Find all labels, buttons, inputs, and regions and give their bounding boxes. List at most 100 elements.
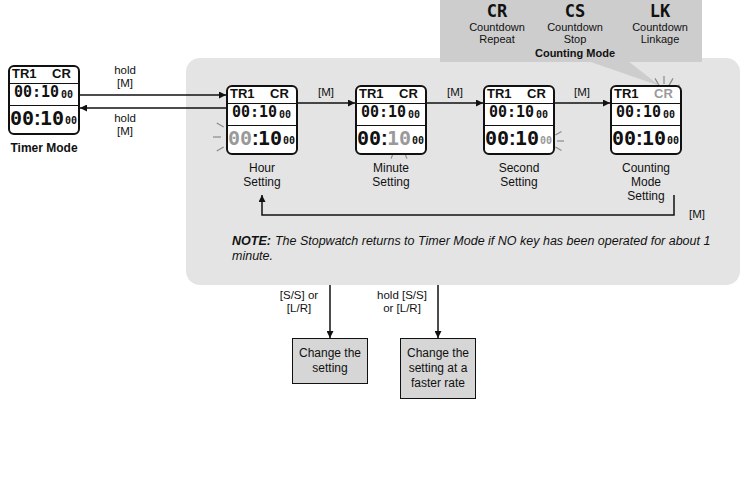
lcd-text: 10: [258, 128, 282, 148]
mode-label: Hour Setting: [214, 161, 310, 189]
action-box: Change the setting: [292, 338, 368, 384]
lcd-display: TR1CR00:100000:1000Counting Mode Setting: [610, 85, 682, 195]
lcd-text: 10: [515, 128, 539, 148]
lcd-rule: [228, 125, 296, 126]
callout-wedge: [588, 61, 660, 86]
lcd-rule: [228, 103, 296, 104]
lcd-text: 00: [61, 90, 73, 100]
lcd-rule: [612, 103, 680, 104]
lcd-text: 00: [65, 116, 77, 126]
note-text: NOTE:: [232, 234, 271, 248]
flow-arrow: [329, 285, 331, 338]
key-label: hold [M]: [105, 112, 145, 138]
lcd-rule: [10, 105, 78, 106]
lcd-text: CR: [270, 87, 289, 100]
lcd-text: :: [34, 108, 41, 128]
lcd-text: 00: [357, 128, 381, 148]
mode-label: Timer Mode: [0, 141, 92, 155]
lcd-display: TR1CR00:100000:1000Second Setting: [483, 85, 555, 195]
note-block: NOTE:The Stopwatch returns to Timer Mode…: [232, 234, 712, 264]
lcd-text: 00: [10, 108, 34, 128]
panel-background: [186, 58, 740, 285]
lcd-rule: [612, 125, 680, 126]
lcd-rule: [10, 83, 78, 84]
mode-legend-text: CR: [477, 3, 517, 20]
lcd-text: CR: [527, 87, 546, 100]
mode-legend-text: CS: [555, 3, 595, 20]
action-text: Change the setting at a faster rate: [406, 346, 470, 391]
lcd-text: 00:10: [232, 105, 277, 120]
lcd-text: TR1: [487, 87, 512, 100]
lcd-text: 00: [485, 128, 509, 148]
lcd-text: :: [509, 128, 516, 148]
lcd-rule: [485, 125, 553, 126]
blink-ray: [391, 155, 392, 159]
action-box: Change the setting at a faster rate: [400, 338, 476, 399]
lcd-display: TR1CR00:100000:1000Timer Mode: [8, 65, 80, 157]
blink-ray: [557, 140, 564, 141]
key-label: hold [M]: [105, 64, 145, 90]
lcd-rule: [357, 125, 425, 126]
blink-ray: [555, 147, 561, 151]
flow-arrow: [555, 102, 610, 104]
lcd-text: 00:10: [361, 105, 406, 120]
key-label: [M]: [440, 86, 470, 99]
mode-legend-text: Countdown Linkage: [629, 21, 691, 45]
lcd-text: TR1: [359, 87, 384, 100]
lcd-text: TR1: [614, 87, 639, 100]
lcd-text: 00: [408, 110, 420, 120]
flow-arrow: [437, 285, 439, 338]
flow-arrow: [80, 107, 226, 109]
lcd-text: 00: [612, 128, 636, 148]
band-background: [440, 0, 702, 62]
blink-ray: [217, 123, 224, 127]
lcd-text: :: [381, 128, 388, 148]
lcd-text: 00:10: [489, 105, 534, 120]
lcd-text: 00: [536, 110, 548, 120]
lcd-rule: [485, 103, 553, 104]
mode-label: Minute Setting: [343, 161, 439, 189]
mode-legend-band: CRCSLKCountdown RepeatCountdown StopCoun…: [440, 0, 702, 62]
lcd-rule: [357, 103, 425, 104]
lcd-text: CR: [399, 87, 418, 100]
lcd-text: :: [252, 128, 259, 148]
mode-legend-text: Countdown Stop: [544, 21, 606, 45]
lcd-text: 00: [412, 136, 424, 146]
action-text: Change the setting: [298, 346, 362, 376]
lcd-text: 00: [663, 110, 675, 120]
blink-ray: [555, 132, 561, 136]
flow-arrow: [80, 94, 226, 96]
mode-legend-text: Counting Mode: [530, 47, 620, 59]
lcd-text: 00:10: [616, 105, 661, 120]
lcd-text: 00:10: [14, 85, 59, 100]
key-label: [M]: [682, 208, 712, 221]
blink-ray: [213, 136, 221, 137]
lcd-text: 10: [40, 108, 64, 128]
flow-arrow: [262, 195, 674, 215]
lcd-text: 00: [228, 128, 252, 148]
note-text: The Stopwatch returns to Timer Mode if N…: [232, 234, 710, 263]
blink-ray: [405, 155, 406, 159]
lcd-text: :: [636, 128, 643, 148]
mode-label: Counting Mode Setting: [598, 161, 694, 203]
lcd-display: TR1CR00:100000:1000Minute Setting: [355, 85, 427, 195]
key-label: [M]: [311, 86, 341, 99]
lcd-text: 10: [387, 128, 411, 148]
flow-arrow: [427, 102, 483, 104]
key-label: [S/S] or [L/R]: [274, 289, 324, 315]
mode-legend-text: Countdown Repeat: [466, 21, 528, 45]
lcd-text: 00: [279, 110, 291, 120]
lcd-text: 00: [540, 136, 552, 146]
lcd-text: 00: [283, 136, 295, 146]
key-label: hold [S/S] or [L/R]: [372, 289, 432, 315]
flow-arrow: [298, 102, 355, 104]
blink-ray: [217, 147, 224, 151]
lcd-display: TR1CR00:100000:1000Hour Setting: [226, 85, 298, 195]
mode-label: Second Setting: [471, 161, 567, 189]
lcd-text: CR: [52, 67, 71, 80]
key-label: [M]: [567, 86, 597, 99]
lcd-text: 10: [642, 128, 666, 148]
lcd-text: TR1: [12, 67, 37, 80]
lcd-text: TR1: [230, 87, 255, 100]
